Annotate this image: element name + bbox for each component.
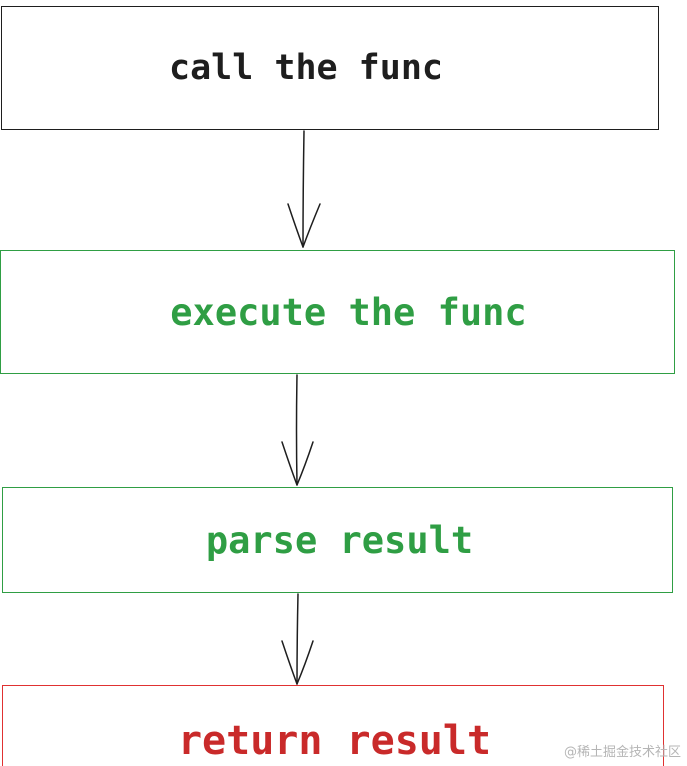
step-label: return result [177,718,492,764]
step-parse-result: parse result [2,487,673,593]
step-label: execute the func [170,290,527,334]
arrow-parse-to-return [281,593,314,685]
step-call-the-func: call the func [1,6,659,130]
watermark-text: @稀土掘金技术社区 [563,745,681,760]
step-label: call the func [169,48,443,88]
arrow-call-to-execute [287,130,321,248]
arrow-execute-to-parse [281,374,314,486]
step-execute-the-func: execute the func [0,250,675,374]
step-return-result: return result [2,685,664,766]
step-label: parse result [205,518,474,562]
